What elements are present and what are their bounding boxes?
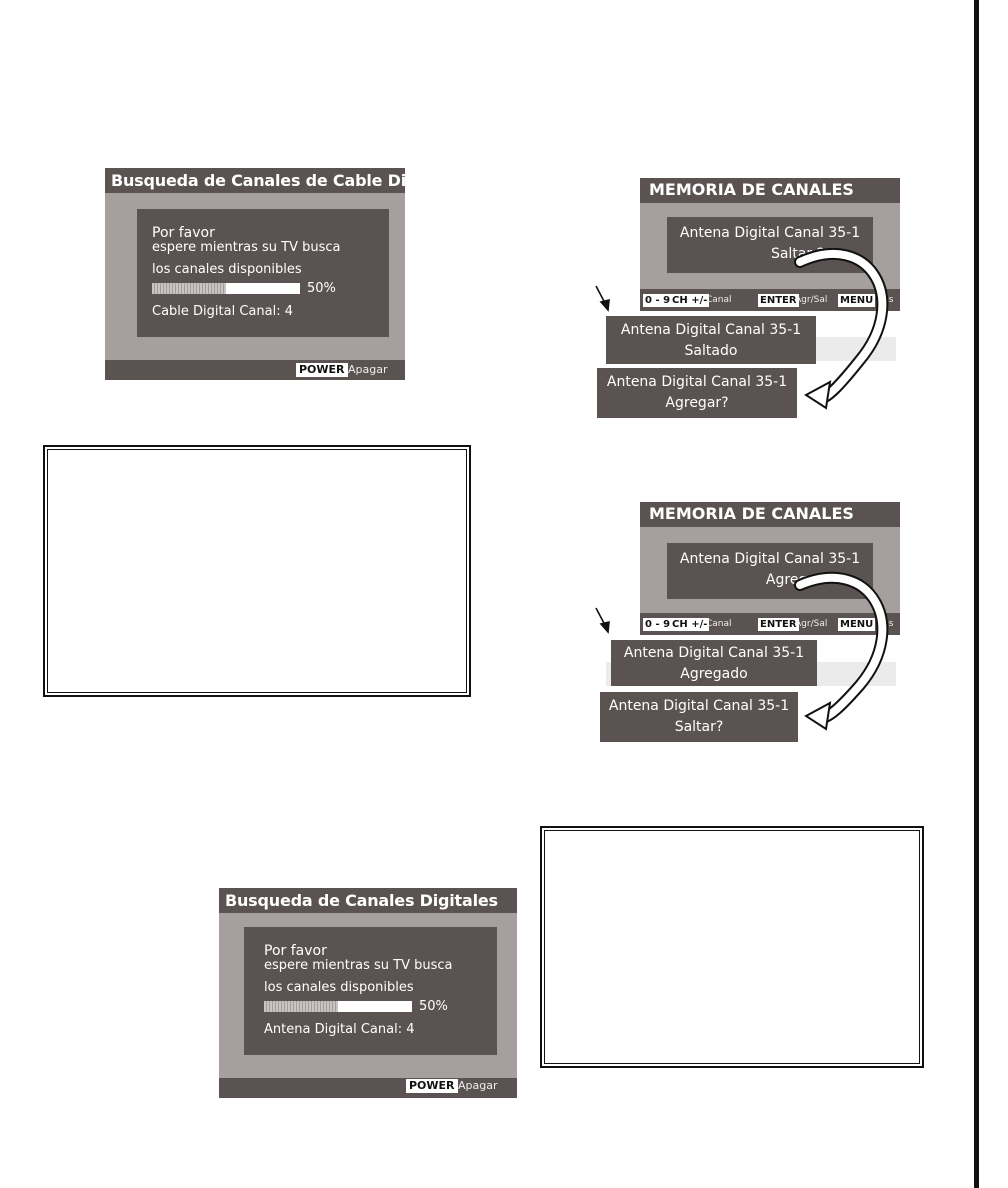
- memory-add-next-channel: Antena Digital Canal 35-1: [608, 698, 790, 714]
- antenna-scan-progress-bar: [264, 1001, 412, 1012]
- memory-skip-result-status: Saltado: [684, 343, 738, 359]
- enter-key-label: Agr/Sal: [795, 619, 828, 629]
- note-box-right: [540, 826, 924, 1068]
- cable-scan-progress-bar: [152, 283, 300, 294]
- enter-key-label: Agr/Sal: [795, 295, 828, 305]
- memory-skip-next-channel: Antena Digital Canal 35-1: [606, 374, 788, 390]
- antenna-scan-message-box: Por favor espere mientras su TV busca lo…: [244, 927, 497, 1055]
- cable-scan-power-label: Apagar: [348, 363, 388, 376]
- memory-skip-title: MEMORIA DE CANALES: [649, 180, 854, 199]
- cable-scan-channel-status: Cable Digital Canal: 4: [152, 304, 293, 319]
- memory-skip-hint-bar: 0 - 9 CH +/- Canal ENTER Agr/Sal MENU tr…: [640, 289, 900, 311]
- cable-scan-line2: espere mientras su TV busca: [152, 240, 341, 255]
- cable-scan-progress-fill: [152, 283, 226, 294]
- memory-skip-dialog-question: Saltar ?: [770, 246, 825, 262]
- antenna-scan-power-label: Apagar: [458, 1079, 498, 1092]
- cable-scan-power-button[interactable]: POWER: [296, 363, 348, 377]
- enter-key[interactable]: ENTER: [758, 618, 799, 631]
- enter-key[interactable]: ENTER: [758, 294, 799, 307]
- memory-skip-result-popup: Antena Digital Canal 35-1 Saltado: [606, 316, 816, 364]
- memory-add-result-status: Agregado: [680, 666, 748, 682]
- antenna-scan-line2: espere mientras su TV busca: [264, 958, 453, 973]
- memory-add-dialog-question: Agregar?: [765, 572, 830, 588]
- pointer-arrow-icon: [595, 607, 610, 634]
- memory-skip-dialog: Antena Digital Canal 35-1 Saltar ?: [667, 217, 873, 273]
- memory-skip-next-popup: Antena Digital Canal 35-1 Agregar?: [597, 368, 797, 418]
- memory-add-result-popup: Antena Digital Canal 35-1 Agregado: [611, 640, 817, 686]
- memory-add-screen: MEMORIA DE CANALES Antena Digital Canal …: [640, 502, 900, 635]
- menu-key-label: tras: [876, 295, 894, 305]
- digits-key[interactable]: 0 - 9: [643, 294, 673, 307]
- page-edge-rule: [974, 0, 979, 1188]
- cable-scan-line3: los canales disponibles: [152, 262, 302, 277]
- antenna-scan-line1: Por favor: [264, 943, 327, 959]
- antenna-scan-power-button[interactable]: POWER: [406, 1079, 458, 1093]
- antenna-scan-channel-status: Antena Digital Canal: 4: [264, 1022, 415, 1037]
- ch-key[interactable]: CH +/-: [670, 618, 710, 631]
- pointer-arrow-icon: [595, 285, 610, 312]
- memory-skip-dialog-channel: Antena Digital Canal 35-1: [679, 225, 861, 241]
- memory-add-dialog: Antena Digital Canal 35-1 Agregar?: [667, 543, 873, 599]
- cable-scan-line1: Por favor: [152, 225, 215, 241]
- antenna-scan-title: Busqueda de Canales Digitales: [225, 891, 498, 910]
- memory-skip-next-question: Agregar?: [665, 395, 729, 411]
- antenna-scan-line3: los canales disponibles: [264, 980, 414, 995]
- memory-add-title: MEMORIA DE CANALES: [649, 504, 854, 523]
- cable-scan-message-box: Por favor espere mientras su TV busca lo…: [137, 209, 389, 337]
- antenna-scan-progress-fill: [264, 1001, 338, 1012]
- memory-add-next-popup: Antena Digital Canal 35-1 Saltar?: [600, 692, 798, 742]
- digits-key[interactable]: 0 - 9: [643, 618, 673, 631]
- antenna-scan-screen: Busqueda de Canales Digitales Por favor …: [219, 888, 517, 1098]
- memory-add-next-question: Saltar?: [674, 719, 724, 735]
- memory-add-result-channel: Antena Digital Canal 35-1: [623, 645, 805, 661]
- memory-add-hint-bar: 0 - 9 CH +/- Canal ENTER Agr/Sal MENU tr…: [640, 613, 900, 635]
- memory-skip-screen: MEMORIA DE CANALES Antena Digital Canal …: [640, 178, 900, 311]
- ch-key-label: Canal: [706, 619, 732, 629]
- memory-skip-result-channel: Antena Digital Canal 35-1: [620, 322, 802, 338]
- cable-scan-title: Busqueda de Canales de Cable Digitales: [111, 171, 405, 190]
- ch-key[interactable]: CH +/-: [670, 294, 710, 307]
- antenna-scan-progress-label: 50%: [419, 999, 448, 1014]
- cable-scan-screen: Busqueda de Canales de Cable Digitales P…: [105, 168, 405, 380]
- menu-key[interactable]: MENU: [838, 294, 876, 307]
- note-box-left: [43, 445, 471, 697]
- ch-key-label: Canal: [706, 295, 732, 305]
- menu-key[interactable]: MENU: [838, 618, 876, 631]
- cable-scan-progress-label: 50%: [307, 281, 336, 296]
- memory-add-dialog-channel: Antena Digital Canal 35-1: [679, 551, 861, 567]
- menu-key-label: tras: [876, 619, 894, 629]
